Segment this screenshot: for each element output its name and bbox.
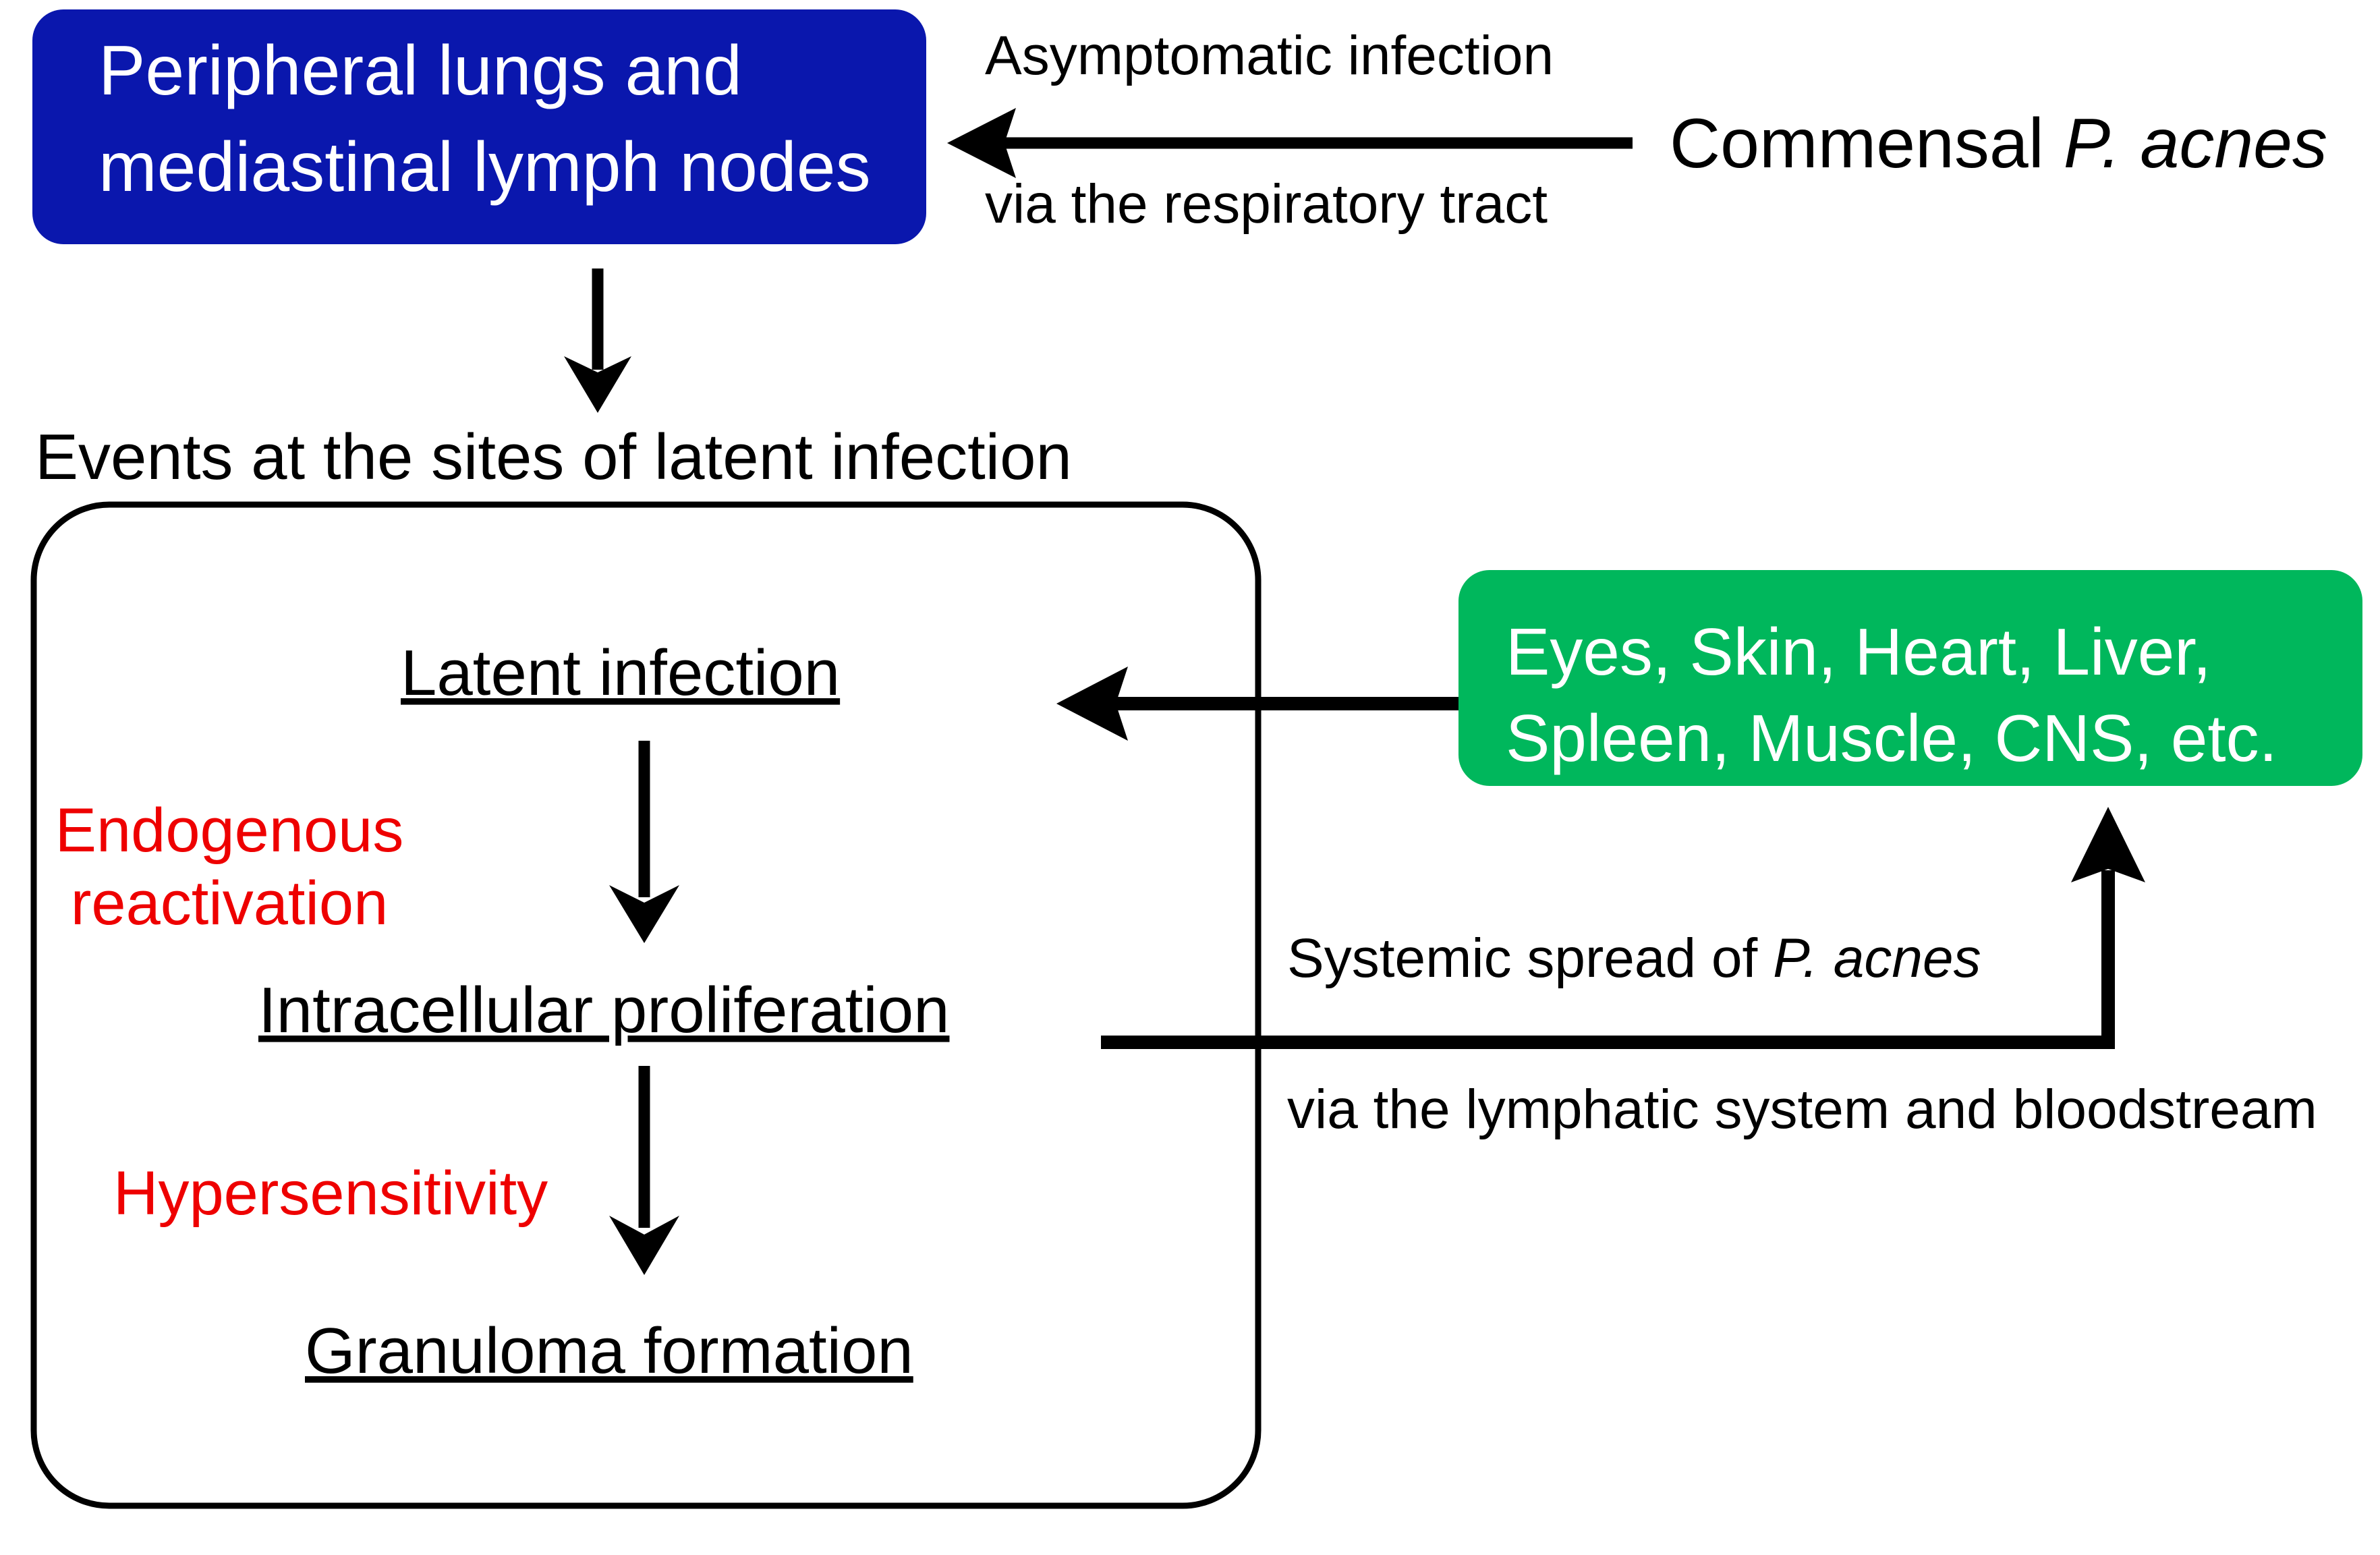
step-intracellular-proliferation: Intracellular proliferation [258,974,950,1046]
organs-box-line2: Spleen, Muscle, CNS, etc. [1506,701,2277,775]
edge-label-asymptomatic-infection: Asymptomatic infection [985,25,1554,86]
step-latent-infection: Latent infection [401,637,840,709]
systemic-spread-plain: Systemic spread of [1287,928,1773,989]
latent-events-container [30,501,1262,1509]
arrow-asymptomatic-infection [947,108,1633,178]
organs-box [1458,570,2362,786]
systemic-spread-italic: P. acnes [1773,928,1981,989]
lungs-box-line2: mediastinal lymph nodes [98,128,871,206]
step-granuloma-formation: Granuloma formation [305,1315,913,1387]
arrow-lungs-to-latent [564,268,631,413]
annotation-endogenous-line2: reactivation [71,869,388,938]
edge-label-systemic-spread: Systemic spread of P. acnes [1287,928,1981,989]
annotation-hypersensitivity: Hypersensitivity [113,1159,548,1228]
arrow-latent-to-proliferation [609,741,679,943]
commensal-plain: Commensal [1670,105,2064,183]
organs-box-line1: Eyes, Skin, Heart, Liver, [1506,615,2211,689]
lungs-box-line1: Peripheral lungs and [98,32,742,110]
lungs-box [32,9,926,244]
commensal-p-acnes-label: Commensal P. acnes [1670,105,2327,183]
edge-label-via-lymphatic-bloodstream: via the lymphatic system and bloodstream [1287,1079,2317,1140]
commensal-italic: P. acnes [2064,105,2327,183]
arrow-organs-to-latent [1056,667,1458,741]
arrow-proliferation-to-granuloma [609,1066,679,1275]
arrow-systemic-spread [1101,807,2145,1049]
annotation-endogenous-line1: Endogenous [55,796,404,865]
edge-label-via-respiratory-tract: via the respiratory tract [985,173,1548,235]
latent-events-title: Events at the sites of latent infection [35,421,1072,493]
